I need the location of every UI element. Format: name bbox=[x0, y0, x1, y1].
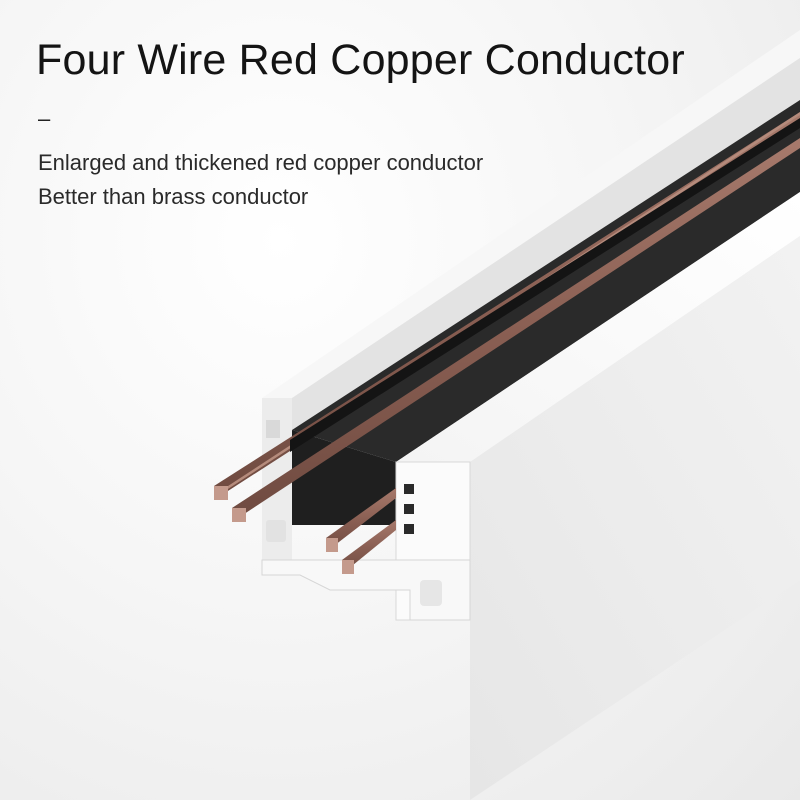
insulator-strip bbox=[290, 118, 800, 452]
rail-side-face bbox=[470, 236, 800, 800]
lower-copper-conductors bbox=[326, 488, 396, 574]
title-dash-divider: – bbox=[38, 106, 51, 131]
rail-top-face bbox=[396, 192, 800, 462]
feature-line-copper: Enlarged and thickened red copper conduc… bbox=[38, 150, 484, 175]
rail-cross-section bbox=[261, 420, 471, 621]
feature-line-brass: Better than brass conductor bbox=[38, 184, 309, 209]
page-title: Four Wire Red Copper Conductor bbox=[36, 36, 685, 84]
